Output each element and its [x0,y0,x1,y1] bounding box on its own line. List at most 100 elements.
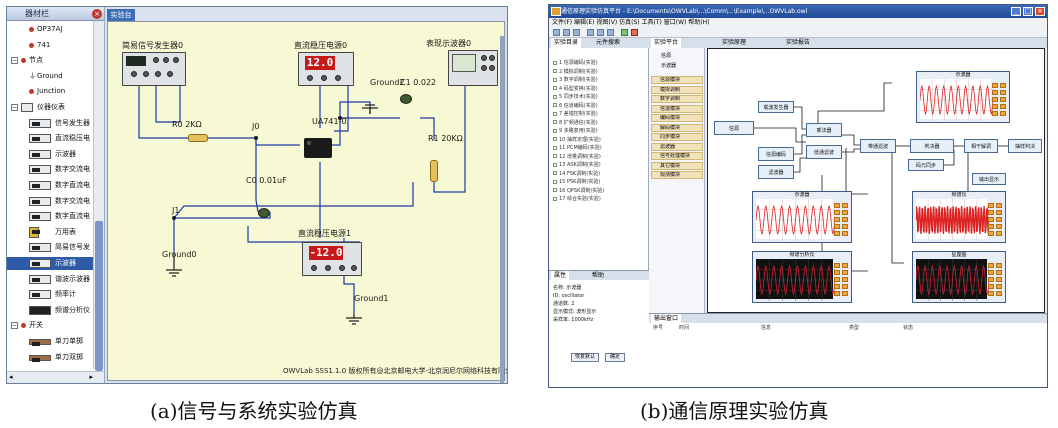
palette-section[interactable]: 编码模块 [651,114,703,122]
expand-icon[interactable] [553,171,557,175]
dc-power-supply-0[interactable]: 12.0 [298,52,354,86]
tree-item[interactable]: 频率计 [7,288,93,301]
scope-button-icon[interactable] [834,210,840,215]
tree-item[interactable]: 数字交流电 [7,195,93,208]
scope-button-icon[interactable] [988,284,994,289]
scope-button-icon[interactable] [842,210,848,215]
scope-button-icon[interactable] [842,263,848,268]
tree-item[interactable]: 信号发生器 [7,117,93,130]
palette-item[interactable]: 信源 [661,53,672,59]
restore-default-button[interactable]: 恢复默认 [571,353,599,362]
tab-component-search[interactable]: 元件搜索 [596,39,621,46]
knob-icon[interactable] [489,55,495,61]
scope-button-icon[interactable] [988,224,994,229]
scope-button-icon[interactable] [988,203,994,208]
ok-button[interactable]: 确定 [605,353,625,362]
scope-button-icon[interactable] [842,203,848,208]
diagram-block[interactable]: 乘法器 [806,123,842,137]
tree-item[interactable]: 数字直流电 [7,210,93,223]
expand-icon[interactable] [553,196,557,201]
palette-section[interactable]: 解码模块 [651,123,703,132]
diagram-block[interactable]: 码元同步 [908,159,944,171]
tab-help[interactable]: 帮助 [592,272,605,279]
tree-item[interactable]: 741 [7,39,93,52]
scope-button-icon[interactable] [834,291,840,296]
experiment-tree-item[interactable]: 4 码型变换(实验) [553,86,598,93]
run-icon[interactable] [621,29,628,36]
scope-button-icon[interactable] [988,291,994,296]
expand-icon[interactable] [553,120,557,124]
tree-item[interactable]: 数字直流电 [7,179,93,192]
tree-scrollbar-thumb[interactable] [95,221,103,371]
resistor-r0[interactable] [188,134,208,142]
tree-item[interactable]: 直流稳压电 [7,132,93,145]
palette-item[interactable]: 示波器 [661,63,677,69]
experiment-tree-item[interactable]: 17 综合实验(实验) [553,196,601,203]
experiment-tree-item[interactable]: 14 FSK调制(实验) [553,171,600,178]
knob-icon[interactable] [481,65,487,71]
knob-icon[interactable] [163,57,169,63]
scope-button-icon[interactable] [996,203,1002,208]
scope-button-icon[interactable] [1000,97,1006,102]
palette-section[interactable]: 观测模块 [651,171,703,179]
knob-icon[interactable] [325,265,331,271]
canvas-scrollbar[interactable] [500,36,504,383]
tab-principle[interactable]: 实验原理 [722,39,747,46]
scope-button-icon[interactable] [834,224,840,229]
menu-bar[interactable]: 文件(F) 编辑(E) 视图(V) 仿真(S) 工具(T) 窗口(W) 帮助(H… [549,18,1047,27]
scope-button-icon[interactable] [842,217,848,222]
palette-section[interactable]: 信道模块 [651,104,703,113]
diagram-block[interactable]: 信源编码 [758,147,794,161]
scope-button-icon[interactable] [996,263,1002,268]
expand-icon[interactable] [553,86,557,90]
maximize-icon[interactable]: □ [1023,7,1033,16]
save-icon[interactable] [573,29,580,36]
knob-icon[interactable] [351,265,357,271]
knob-icon[interactable] [131,71,137,77]
tab-report[interactable]: 实验报告 [786,39,811,46]
scope-button-icon[interactable] [834,277,840,282]
oscilloscope[interactable] [448,50,498,86]
collapse-icon[interactable]: − [11,322,18,330]
experiment-tree-item[interactable]: 3 数字调制(实验) [553,77,598,84]
collapse-icon[interactable]: − [11,57,18,65]
copy-icon[interactable] [597,29,604,36]
expand-icon[interactable] [553,128,557,133]
knob-icon[interactable] [481,55,487,61]
experiment-tree-item[interactable]: 8 扩频通信(实验) [553,120,598,127]
expand-icon[interactable] [553,179,557,184]
diagram-block[interactable]: 输出显示 [972,173,1006,185]
tree-item[interactable]: 简易信号发 [7,241,93,254]
experiment-tree-item[interactable]: 2 模拟调制(实验) [553,69,598,76]
opamp-ua741[interactable] [304,138,332,158]
scope-display[interactable]: 示波器 [916,71,1010,123]
scope-button-icon[interactable] [996,231,1002,236]
scope-button-icon[interactable] [996,291,1002,296]
knob-icon[interactable] [143,71,149,77]
experiment-tree-item[interactable]: 10 抽样定理(实验) [553,137,601,144]
scope-button-icon[interactable] [988,231,994,236]
diagram-block[interactable]: 带通滤波 [860,139,896,153]
knob-icon[interactable] [173,57,179,63]
tree-scrollbar[interactable] [93,21,104,371]
scope-button-icon[interactable] [834,263,840,268]
diagram-block[interactable]: 相干解调 [964,139,998,153]
tab-platform[interactable]: 实验平台 [651,38,682,48]
experiment-tree-item[interactable]: 6 信道编码(实验) [553,103,598,110]
tree-item[interactable]: −节点 [7,54,93,67]
tab-workbench[interactable]: 实验台 [107,9,135,21]
scope-button-icon[interactable] [834,217,840,222]
palette-section[interactable]: 数字调制 [651,95,703,103]
diagram-block[interactable]: 判决器 [910,139,954,153]
scope-button-icon[interactable] [842,224,848,229]
expand-icon[interactable] [553,145,557,150]
diagram-block[interactable]: 抽样判决 [1008,139,1042,153]
scope-button-icon[interactable] [988,210,994,215]
scope-button-icon[interactable] [992,83,998,88]
experiment-tree-item[interactable]: 5 同步技术(实验) [553,94,598,101]
block-diagram[interactable]: 信源载波发生器乘法器低通滤波带通滤波判决器信源编码相干解调抽样判决滤波器码元同步… [707,48,1045,313]
experiment-tree-item[interactable]: 11 PCM编码(实验) [553,145,602,152]
tree-item[interactable]: OP37AJ [7,23,93,36]
expand-icon[interactable] [553,154,557,158]
signal-generator[interactable] [122,52,186,86]
